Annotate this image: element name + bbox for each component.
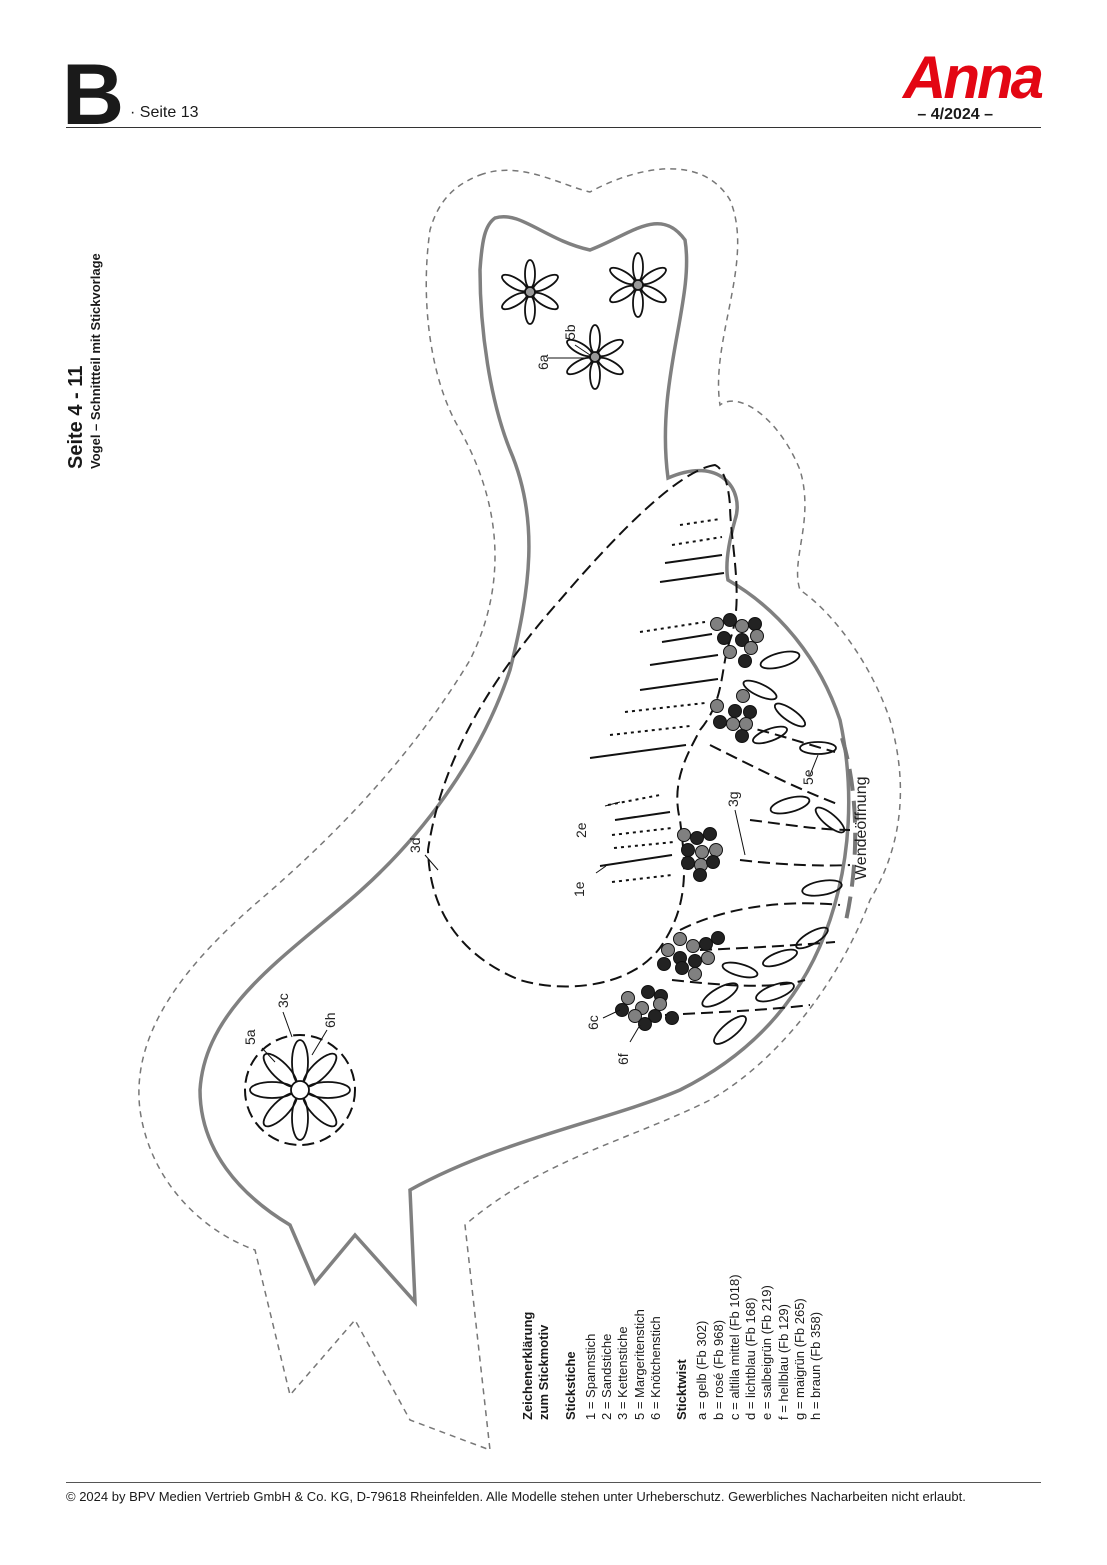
page-label: · Seite 13 [130,104,199,121]
leader-lines [261,344,819,1063]
label-1e: 1e [571,881,587,897]
label-5a: 5a [242,1029,258,1045]
stitch-item: 6 = Knötchenstich [647,1316,663,1420]
legend: Zeichenerklärung zum Stickmotiv Sticksti… [520,1040,990,1420]
twist-item: a = gelb (Fb 302) [694,1320,710,1420]
label-3d: 3d [407,837,423,853]
breast-chain-stitches [664,724,851,1016]
twist-item: g = maigrün (Fb 265) [791,1298,807,1420]
twist-item: b = rosé (Fb 968) [710,1319,726,1420]
legend-title-1: Zeichenerklärung [520,1311,535,1420]
twist-item: h = braun (Fb 358) [808,1311,823,1420]
wing-outline [426,463,738,988]
brand-logo: Anna [903,44,1044,111]
leaf-stitches [701,650,846,1045]
label-5b: 5b [562,324,578,340]
twist-item: f = hellblau (Fb 129) [775,1304,791,1420]
wing-stitches [589,518,725,883]
section-letter: B [62,47,124,143]
header-divider [66,127,1041,128]
twist-item: d = lichtblau (Fb 168) [743,1297,758,1420]
label-6h: 6h [322,1012,338,1028]
legend-title-2: zum Stickmotiv [536,1324,552,1420]
twist-heading: Sticktwist [674,1359,689,1420]
neck-flowers [501,252,667,390]
footer-copyright: © 2024 by BPV Medien Vertrieb GmbH & Co.… [66,1489,966,1504]
pattern-labels: 5b 6a 3d 2e 1e 3g 5e 6c 6f 5a 3c 6h Wend… [242,324,870,1065]
footer-divider [66,1482,1041,1483]
label-opening: Wendeöffnung [853,777,870,881]
label-3g: 3g [725,791,741,807]
turning-opening [840,737,858,926]
seam-allowance-outline [138,168,902,1452]
stitches-heading: Stickstiche [562,1351,578,1420]
twist-item: c = altlila mittel (Fb 1018) [726,1274,742,1420]
stitch-item: 2 = Sandstiche [599,1333,614,1420]
label-6c: 6c [585,1015,601,1030]
stitch-item: 5 = Margeritenstich [631,1309,647,1420]
french-knots [615,613,764,1031]
tail-flower [244,1034,356,1146]
issue-number: – 4/2024 – [917,106,993,123]
label-6f: 6f [615,1053,631,1065]
label-3c: 3c [275,993,291,1008]
stitch-item: 3 = Kettenstiche [615,1326,631,1420]
label-6a: 6a [535,354,551,370]
cut-outline [198,214,851,1307]
twist-item: e = salbeigrün (Fb 219) [759,1285,775,1420]
label-2e: 2e [573,822,589,838]
label-5e: 5e [800,769,816,785]
stitch-item: 1 = Spannstich [582,1333,598,1420]
